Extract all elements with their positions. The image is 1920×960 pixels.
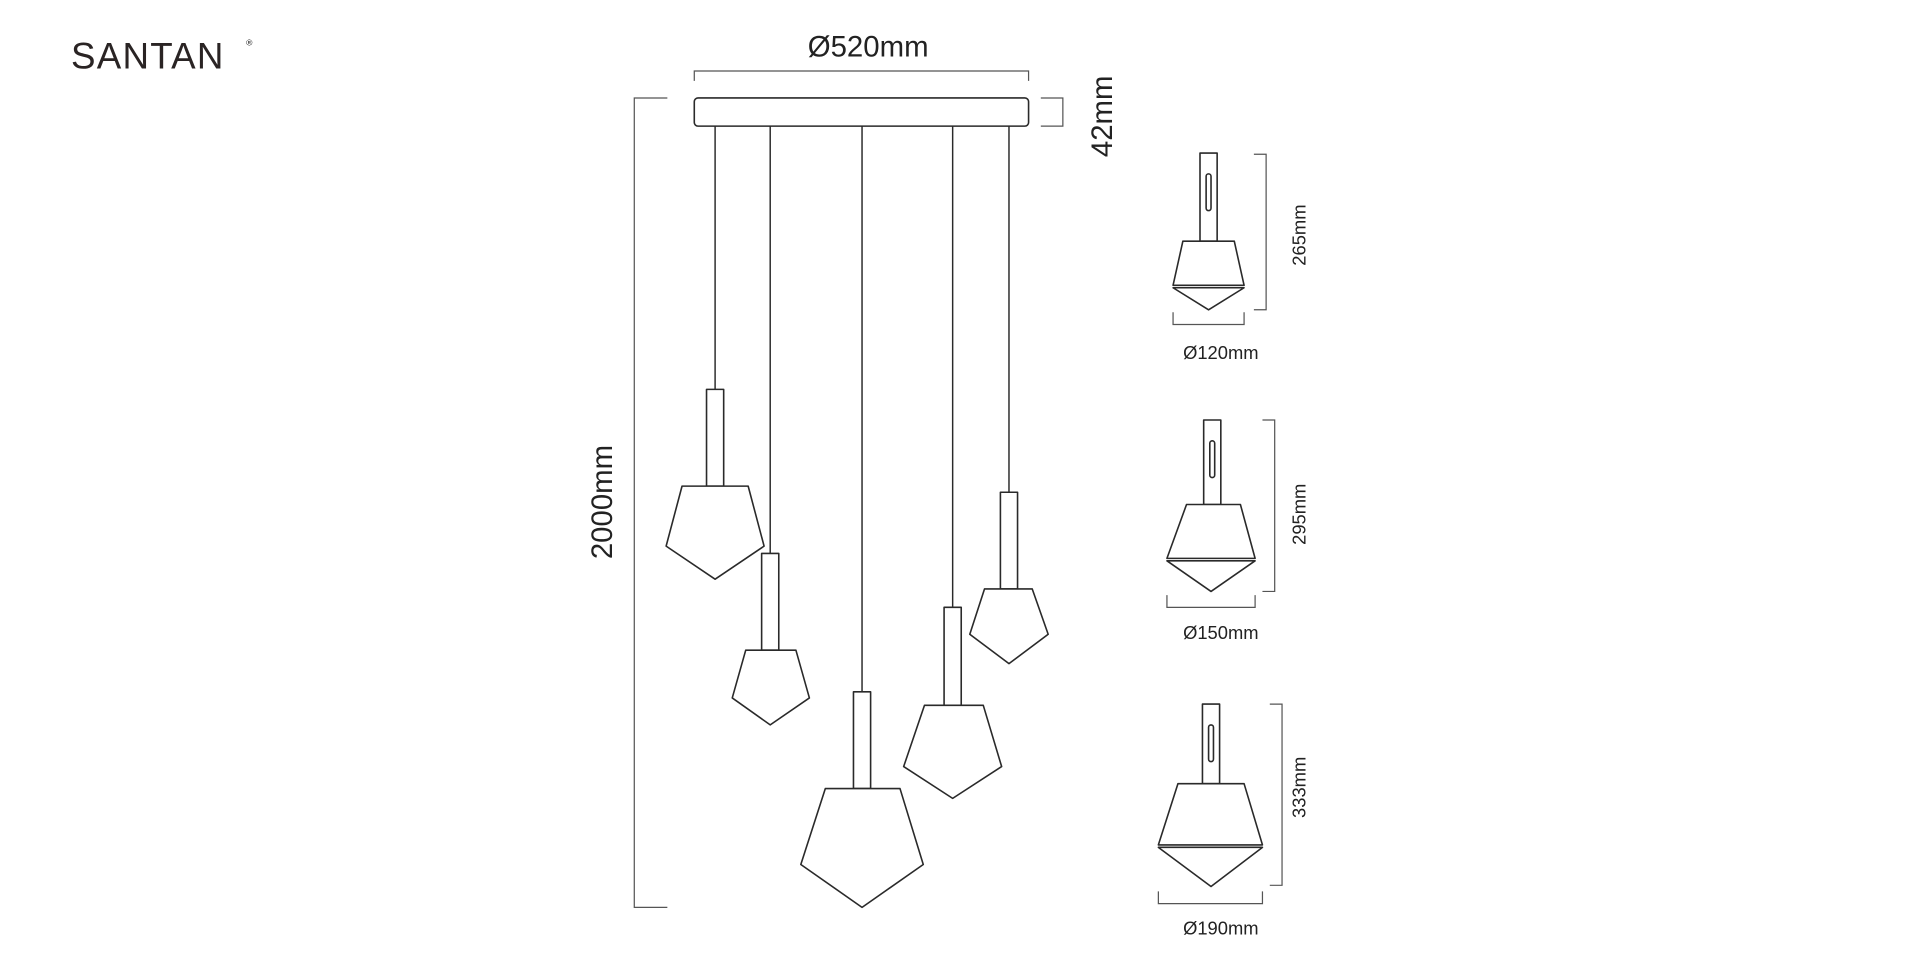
variant-large: 333mm Ø190mm xyxy=(1157,703,1309,938)
canopy-height-label: 42mm xyxy=(1086,76,1119,158)
pendant-2 xyxy=(731,126,811,726)
variant-small-height: 265mm xyxy=(1288,204,1309,265)
total-height-label: 2000mm xyxy=(586,445,619,559)
canopy xyxy=(693,97,1030,127)
variant-large-height: 333mm xyxy=(1288,757,1309,818)
logo-text: SANTAN xyxy=(71,36,225,77)
variant-medium-diameter: Ø150mm xyxy=(1183,622,1259,643)
pendant-3 xyxy=(800,126,925,909)
variant-medium-height: 295mm xyxy=(1288,484,1309,545)
variant-small: 265mm Ø120mm xyxy=(1172,152,1309,363)
canopy-diameter-dimension: Ø520mm xyxy=(693,30,1030,81)
pendant-5 xyxy=(969,126,1049,665)
total-height-dimension: 2000mm xyxy=(586,97,668,908)
pendant-1 xyxy=(665,126,765,580)
santan-logo: SANTAN ® xyxy=(71,36,253,77)
canopy-height-dimension: 42mm xyxy=(1040,76,1119,158)
canopy-diameter-label: Ø520mm xyxy=(808,30,929,63)
variant-large-diameter: Ø190mm xyxy=(1183,917,1259,938)
registered-mark: ® xyxy=(246,37,253,47)
variant-medium: 295mm Ø150mm xyxy=(1166,419,1309,643)
variant-small-diameter: Ø120mm xyxy=(1183,342,1259,363)
pendant-4 xyxy=(902,126,1003,800)
